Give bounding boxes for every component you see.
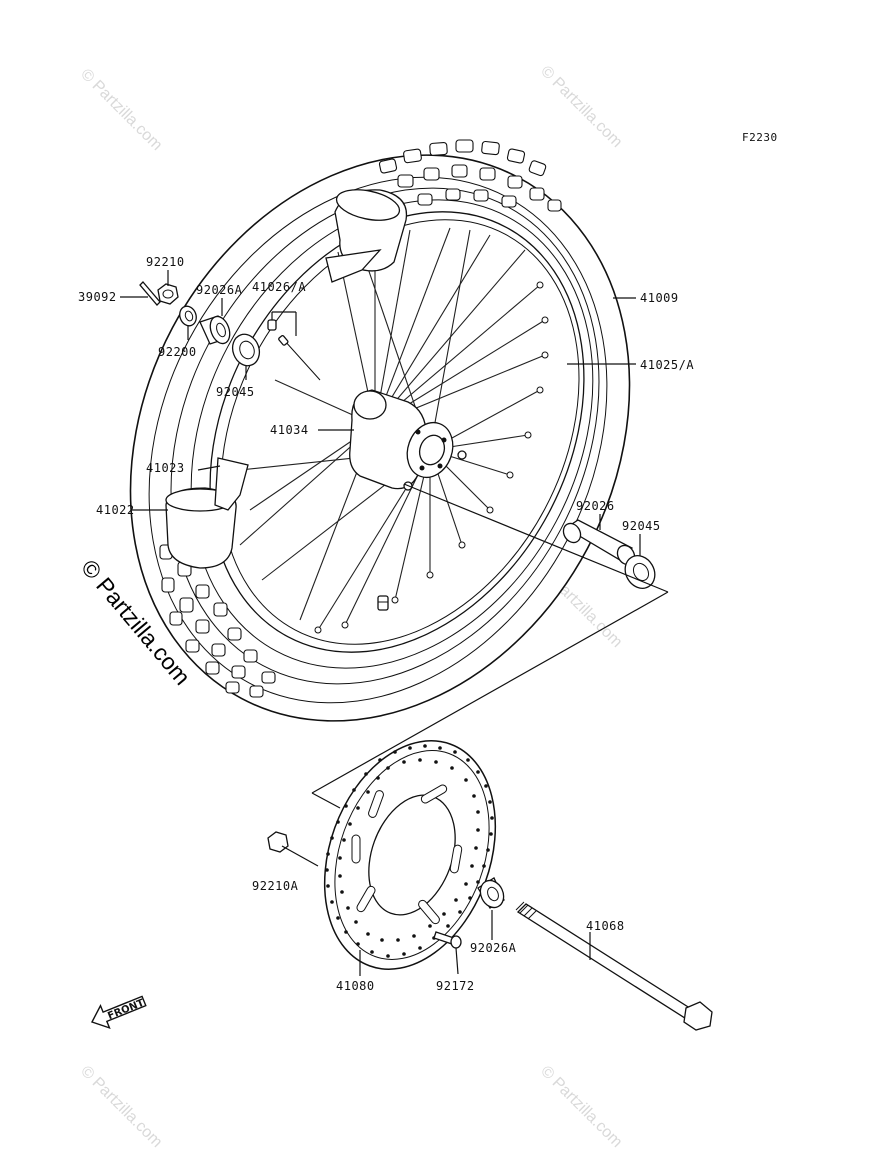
collar-92026a-bottom	[477, 877, 505, 909]
bolt-92172	[433, 931, 462, 949]
watermark-top-right: © Partzilla.com	[537, 63, 625, 151]
label-41025: 41025/A	[640, 358, 694, 372]
label-41023: 41023	[146, 461, 185, 475]
label-39092: 39092	[78, 290, 117, 304]
arrow-icon	[91, 995, 147, 1030]
collar-92026a-top	[199, 315, 231, 345]
label-92045-right: 92045	[622, 519, 661, 533]
label-92200: 92200	[158, 345, 197, 359]
hub-41034	[349, 389, 467, 491]
label-92026: 92026	[576, 499, 615, 513]
brake-disc-41080	[323, 740, 497, 970]
front-direction-arrow: FRONT	[91, 995, 147, 1030]
label-92026a-bottom: 92026A	[470, 941, 517, 955]
cotter-pin-39092	[139, 281, 161, 306]
label-41034: 41034	[270, 423, 309, 437]
bearing-92045-right	[624, 555, 656, 589]
diagram-code: F2230	[742, 131, 778, 144]
label-92026a-top: 92026A	[196, 283, 243, 297]
label-92045-top: 92045	[216, 385, 255, 399]
rim-band-41023	[214, 249, 382, 511]
label-92172: 92172	[436, 979, 475, 993]
axle-41068	[515, 901, 713, 1031]
part-labels: 92210 39092 92026A 41026/A 92200 92045 4…	[78, 255, 694, 993]
wheel-assembly	[129, 139, 631, 722]
label-41026: 41026/A	[252, 280, 306, 294]
label-41009: 41009	[640, 291, 679, 305]
label-41022: 41022	[96, 503, 135, 517]
watermark-bottom-left: © Partzilla.com	[77, 1063, 165, 1151]
watermark-bottom-right: © Partzilla.com	[537, 1063, 625, 1151]
bearing-92045-top	[231, 333, 261, 367]
tread-top	[378, 139, 562, 212]
label-41080: 41080	[336, 979, 375, 993]
label-41068: 41068	[586, 919, 625, 933]
nut-92210	[157, 283, 179, 305]
left-hardware	[139, 281, 321, 381]
label-92210: 92210	[146, 255, 185, 269]
assembly-guide-lines	[311, 483, 669, 809]
tread-bottom	[159, 544, 276, 698]
right-hardware	[562, 519, 656, 589]
watermark-top-left: © Partzilla.com	[77, 66, 165, 154]
spoke-nipples	[314, 281, 549, 634]
leader-lines	[120, 270, 641, 976]
valve-stem	[377, 595, 389, 611]
front-label: FRONT	[106, 998, 146, 1023]
washer-92200	[179, 305, 197, 327]
label-92210a: 92210A	[252, 879, 299, 893]
nut-92210a	[267, 831, 289, 853]
